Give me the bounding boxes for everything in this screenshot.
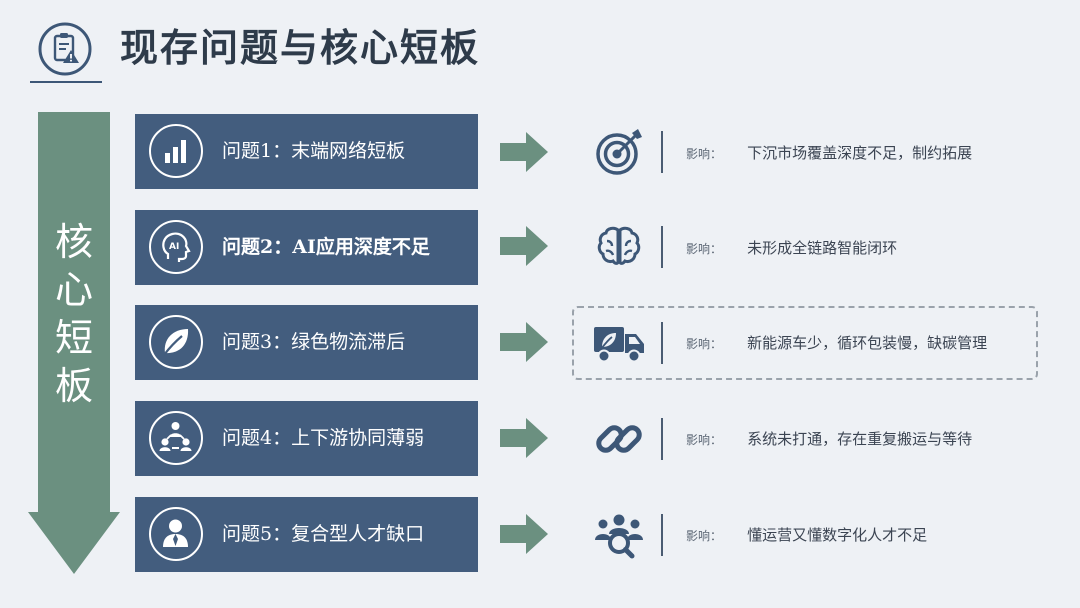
impact-label: 影响： bbox=[686, 529, 723, 543]
arrow-label: 核 心 短 板 bbox=[48, 218, 100, 410]
leaf-icon bbox=[149, 315, 203, 369]
problem-card-5: 问题5：复合型人才缺口 bbox=[135, 497, 478, 572]
page-title: 现存问题与核心短板 bbox=[120, 25, 481, 70]
team-search-icon bbox=[594, 510, 644, 560]
problem-title: 问题2：AI应用深度不足 bbox=[222, 236, 430, 258]
problem-card-1: 问题1：末端网络短板 bbox=[135, 114, 478, 189]
arrow-right-icon bbox=[500, 322, 548, 362]
impact-label: 影响： bbox=[686, 433, 723, 447]
eco-truck-icon bbox=[594, 318, 644, 368]
separator bbox=[661, 131, 663, 173]
svg-text:AI: AI bbox=[169, 242, 179, 252]
problem-title: 问题4：上下游协同薄弱 bbox=[222, 427, 425, 449]
impact-text: 新能源车少，循环包装慢，缺碳管理 bbox=[747, 334, 988, 352]
problem-title: 问题5：复合型人才缺口 bbox=[222, 523, 425, 545]
problem-title: 问题3：绿色物流滞后 bbox=[222, 331, 406, 353]
arrow-char: 心 bbox=[54, 268, 93, 312]
impact-4: 影响： 系统未打通，存在重复搬运与等待 bbox=[686, 424, 972, 454]
arrow-right-icon bbox=[500, 514, 548, 554]
person-icon bbox=[149, 507, 203, 561]
impact-1: 影响： 下沉市场覆盖深度不足，制约拓展 bbox=[686, 138, 972, 168]
core-shortcoming-arrow bbox=[28, 112, 120, 574]
network-icon bbox=[149, 411, 203, 465]
impact-3: 影响： 新能源车少，循环包装慢，缺碳管理 bbox=[686, 328, 987, 358]
impact-text: 懂运营又懂数字化人才不足 bbox=[747, 526, 928, 544]
ai-head-icon: AI bbox=[149, 220, 203, 274]
clipboard-warning-icon bbox=[38, 22, 92, 76]
impact-label: 影响： bbox=[686, 242, 723, 256]
separator bbox=[661, 418, 663, 460]
impact-2: 影响： 未形成全链路智能闭环 bbox=[686, 233, 897, 263]
link-icon bbox=[594, 414, 644, 464]
arrow-char: 板 bbox=[54, 364, 93, 408]
impact-text: 系统未打通，存在重复搬运与等待 bbox=[747, 430, 973, 448]
separator bbox=[661, 322, 663, 364]
arrow-right-icon bbox=[500, 226, 548, 266]
problem-card-2: AI 问题2：AI应用深度不足 bbox=[135, 210, 478, 285]
impact-text: 下沉市场覆盖深度不足，制约拓展 bbox=[747, 144, 973, 162]
problem-card-4: 问题4：上下游协同薄弱 bbox=[135, 401, 478, 476]
problem-title: 问题1：末端网络短板 bbox=[222, 140, 406, 162]
impact-label: 影响： bbox=[686, 337, 723, 351]
impact-label: 影响： bbox=[686, 147, 723, 161]
arrow-right-icon bbox=[500, 132, 548, 172]
separator bbox=[661, 514, 663, 556]
problem-card-3: 问题3：绿色物流滞后 bbox=[135, 305, 478, 380]
arrow-char: 核 bbox=[54, 220, 93, 264]
title-underline bbox=[30, 81, 102, 83]
highlight-frame bbox=[572, 306, 1038, 380]
arrow-right-icon bbox=[500, 418, 548, 458]
separator bbox=[661, 226, 663, 268]
brain-icon bbox=[594, 222, 644, 272]
impact-text: 未形成全链路智能闭环 bbox=[747, 239, 898, 257]
bar-chart-icon bbox=[149, 124, 203, 178]
target-icon bbox=[594, 127, 644, 177]
arrow-char: 短 bbox=[54, 316, 93, 360]
impact-5: 影响： 懂运营又懂数字化人才不足 bbox=[686, 520, 927, 550]
